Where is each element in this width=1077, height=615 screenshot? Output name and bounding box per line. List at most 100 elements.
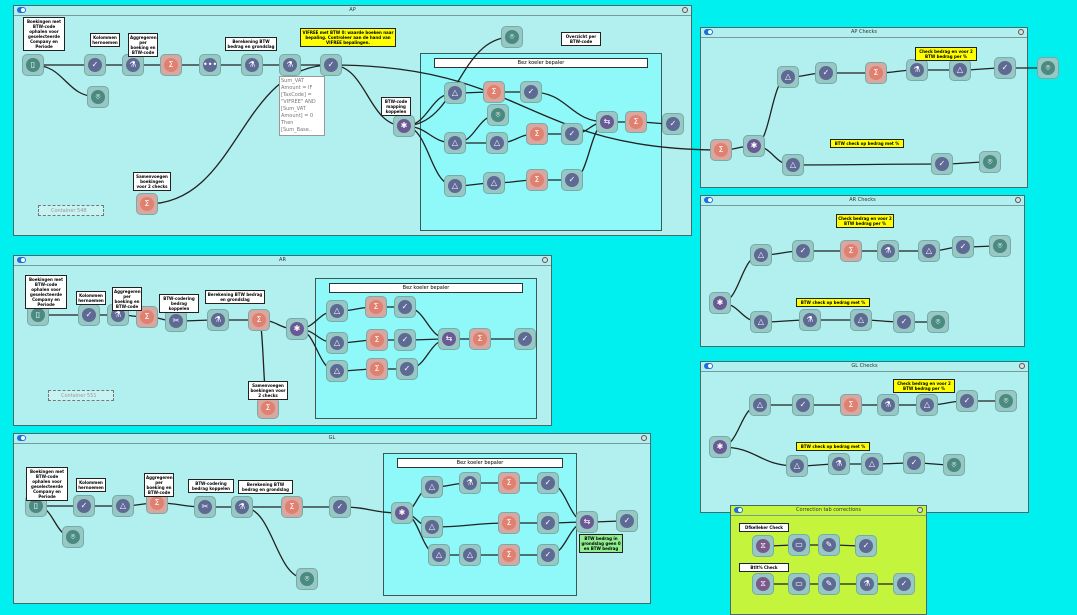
workflow-tool[interactable]: Σ xyxy=(257,397,279,419)
workflow-tool[interactable]: ▭ xyxy=(788,534,810,556)
workflow-tool[interactable]: ⚗ xyxy=(207,309,229,331)
workflow-tool[interactable]: ⚗ xyxy=(906,59,928,81)
workflow-tool[interactable]: Σ xyxy=(136,193,158,215)
workflow-tool[interactable]: ⌾ xyxy=(989,235,1011,257)
workflow-tool[interactable]: △ xyxy=(949,59,971,81)
workflow-tool[interactable]: ⚗ xyxy=(122,54,144,76)
workflow-tool[interactable]: ⇆ xyxy=(596,111,618,133)
workflow-tool[interactable]: △ xyxy=(483,172,505,194)
workflow-tool[interactable]: ⌾ xyxy=(62,526,84,548)
workflow-tool[interactable]: ⌾ xyxy=(1037,57,1059,79)
workflow-tool[interactable]: ▯ xyxy=(22,54,44,76)
collapse-icon[interactable] xyxy=(1015,197,1021,203)
toggle-icon[interactable] xyxy=(17,257,26,263)
workflow-tool[interactable]: Σ xyxy=(136,306,158,328)
workflow-tool[interactable]: ✓ xyxy=(855,535,877,557)
workflow-tool[interactable]: △ xyxy=(749,394,771,416)
toggle-icon[interactable] xyxy=(704,197,713,203)
workflow-tool[interactable]: ⌾ xyxy=(995,390,1017,412)
workflow-tool[interactable]: ⌾ xyxy=(943,454,965,476)
workflow-tool[interactable]: ✓ xyxy=(994,57,1016,79)
workflow-tool[interactable]: △ xyxy=(850,309,872,331)
workflow-tool[interactable]: ⧖ xyxy=(752,535,774,557)
workflow-tool[interactable]: △ xyxy=(861,453,883,475)
collapse-icon[interactable] xyxy=(1019,363,1025,369)
workflow-tool[interactable]: ✓ xyxy=(329,496,351,518)
workflow-tool[interactable]: ✱ xyxy=(393,115,415,137)
workflow-tool[interactable]: ⌾ xyxy=(927,311,949,333)
workflow-tool[interactable]: ✓ xyxy=(956,390,978,412)
workflow-tool[interactable]: Σ xyxy=(498,512,520,534)
workflow-tool[interactable]: ✓ xyxy=(394,329,416,351)
workflow-tool[interactable]: Σ xyxy=(865,62,887,84)
workflow-tool[interactable]: △ xyxy=(918,240,940,262)
workflow-tool[interactable]: ⌾ xyxy=(979,151,1001,173)
workflow-tool[interactable]: ✱ xyxy=(709,436,731,458)
workflow-tool[interactable]: △ xyxy=(444,82,466,104)
collapsed-container-551[interactable]: Container 551 xyxy=(48,390,114,401)
workflow-tool[interactable]: ⧖ xyxy=(752,573,774,595)
collapse-icon[interactable] xyxy=(1018,29,1024,35)
workflow-tool[interactable]: Σ xyxy=(710,139,732,161)
workflow-tool[interactable]: △ xyxy=(786,455,808,477)
collapse-icon[interactable] xyxy=(542,257,548,263)
workflow-tool[interactable]: ⌾ xyxy=(296,568,318,590)
workflow-tool[interactable]: Σ xyxy=(366,358,388,380)
workflow-tool[interactable]: △ xyxy=(916,394,938,416)
workflow-tool[interactable]: △ xyxy=(421,476,443,498)
workflow-tool[interactable]: ✓ xyxy=(561,123,583,145)
workflow-tool[interactable]: Σ xyxy=(526,123,548,145)
workflow-tool[interactable]: Σ xyxy=(469,328,491,350)
workflow-tool[interactable]: ⌾ xyxy=(487,104,509,126)
toggle-icon[interactable] xyxy=(704,29,713,35)
workflow-tool[interactable]: ▭ xyxy=(788,573,810,595)
workflow-tool[interactable]: Σ xyxy=(526,169,548,191)
workflow-tool[interactable]: ✎ xyxy=(818,534,840,556)
workflow-tool[interactable]: ⌾ xyxy=(87,86,109,108)
workflow-tool[interactable]: ⚗ xyxy=(279,54,301,76)
workflow-tool[interactable]: △ xyxy=(750,311,772,333)
workflow-tool[interactable]: ✓ xyxy=(792,394,814,416)
collapsed-container-548[interactable]: Container 548 xyxy=(38,205,104,216)
workflow-tool[interactable]: ✱ xyxy=(286,318,308,340)
workflow-tool[interactable]: ✓ xyxy=(73,495,95,517)
workflow-tool[interactable]: ⚗ xyxy=(459,472,481,494)
collapse-icon[interactable] xyxy=(682,7,688,13)
workflow-tool[interactable]: △ xyxy=(428,544,450,566)
workflow-tool[interactable]: ✓ xyxy=(537,544,559,566)
workflow-tool[interactable]: Σ xyxy=(281,496,303,518)
workflow-tool[interactable]: △ xyxy=(112,495,134,517)
workflow-tool[interactable]: ✓ xyxy=(662,113,684,135)
workflow-tool[interactable]: △ xyxy=(486,132,508,154)
collapse-icon[interactable] xyxy=(641,435,647,441)
toggle-icon[interactable] xyxy=(704,363,713,369)
workflow-tool[interactable]: ⇆ xyxy=(576,511,598,533)
workflow-tool[interactable]: Σ xyxy=(498,544,520,566)
workflow-tool[interactable]: ⌾ xyxy=(501,26,523,48)
workflow-tool[interactable]: ••• xyxy=(199,54,221,76)
workflow-tool[interactable]: ✓ xyxy=(396,358,418,380)
workflow-tool[interactable]: △ xyxy=(444,132,466,154)
workflow-tool[interactable]: △ xyxy=(782,154,804,176)
workflow-tool[interactable]: Σ xyxy=(840,394,862,416)
container-gl-checks[interactable]: GL Checks xyxy=(700,361,1029,513)
container-correction[interactable]: Correction tab corrections xyxy=(730,505,927,615)
workflow-tool[interactable]: ✎ xyxy=(818,573,840,595)
workflow-tool[interactable]: ✓ xyxy=(394,296,416,318)
workflow-tool[interactable]: ✓ xyxy=(792,240,814,262)
workflow-tool[interactable]: Σ xyxy=(625,111,647,133)
collapse-icon[interactable] xyxy=(917,507,923,513)
workflow-tool[interactable]: ⇆ xyxy=(438,328,460,350)
workflow-tool[interactable]: ⚗ xyxy=(877,394,899,416)
workflow-tool[interactable]: ✓ xyxy=(320,54,342,76)
workflow-tool[interactable]: ⚗ xyxy=(241,54,263,76)
workflow-tool[interactable]: ✱ xyxy=(709,292,731,314)
workflow-tool[interactable]: ✂ xyxy=(194,496,216,518)
workflow-tool[interactable]: ⚗ xyxy=(877,240,899,262)
workflow-tool[interactable]: ✓ xyxy=(616,510,638,532)
workflow-tool[interactable]: Σ xyxy=(483,81,505,103)
workflow-tool[interactable]: ✓ xyxy=(78,304,100,326)
workflow-tool[interactable]: ⚗ xyxy=(799,309,821,331)
toggle-icon[interactable] xyxy=(734,507,743,513)
workflow-tool[interactable]: ✓ xyxy=(893,311,915,333)
